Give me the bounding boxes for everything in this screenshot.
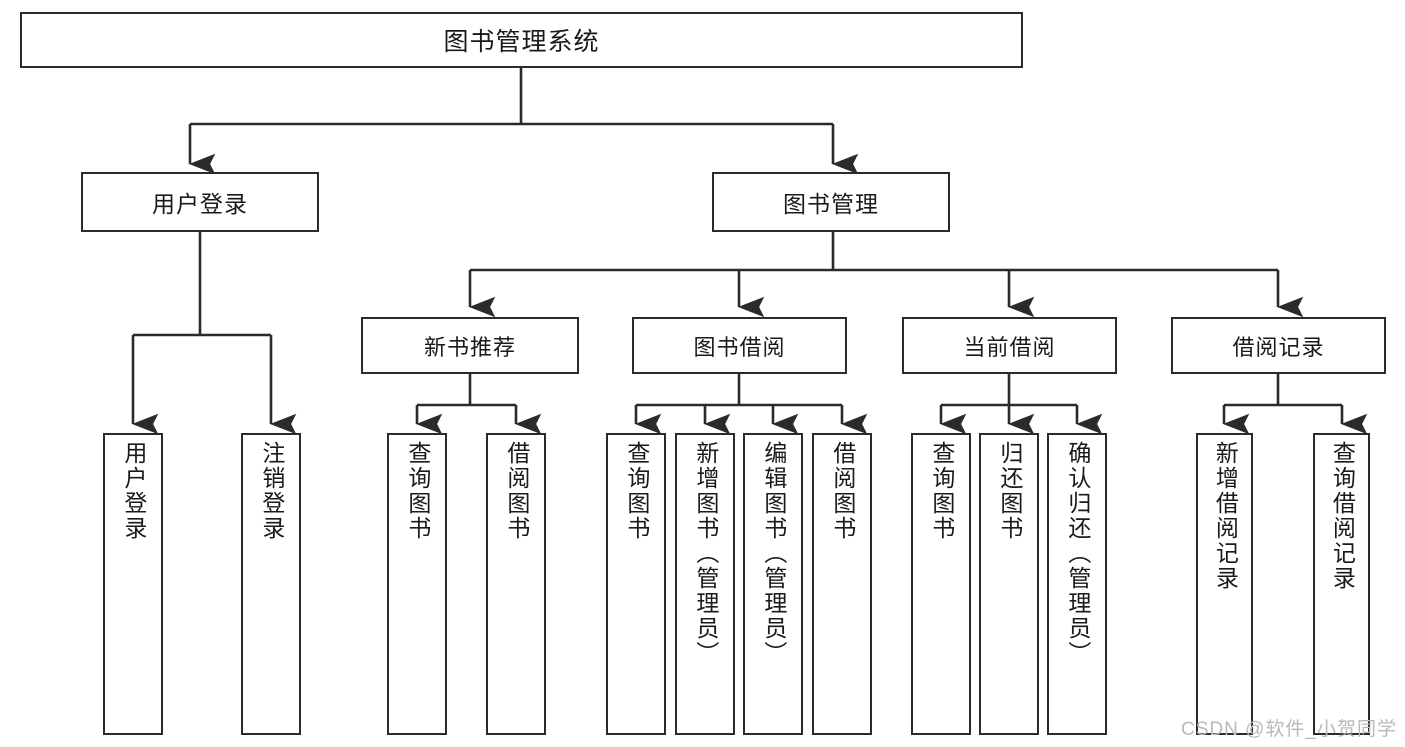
leaf-current-query-book[interactable]: 查询图书	[911, 433, 971, 735]
node-book-management-label: 图书管理	[783, 191, 879, 217]
leaf-new-book-query-label: 查询图书	[404, 441, 431, 541]
leaf-query-borrow-record-label: 查询借阅记录	[1329, 441, 1356, 591]
leaf-new-book-borrow[interactable]: 借阅图书	[486, 433, 546, 735]
csdn-watermark: CSDN @软件_小贺同学	[1181, 719, 1397, 740]
leaf-query-borrow-record[interactable]: 查询借阅记录	[1313, 433, 1370, 735]
node-book-borrow[interactable]: 图书借阅	[632, 317, 847, 374]
leaf-return-book-label: 归还图书	[996, 441, 1023, 541]
node-new-book-recommend[interactable]: 新书推荐	[361, 317, 579, 374]
node-new-book-recommend-label: 新书推荐	[423, 334, 516, 360]
leaf-user-login-label: 用户登录	[120, 441, 147, 541]
leaf-user-login[interactable]: 用户登录	[103, 433, 163, 735]
leaf-add-book-admin[interactable]: 新增图书（管理员）	[675, 433, 735, 735]
leaf-borrow-query-book-label: 查询图书	[623, 441, 650, 541]
leaf-borrow-book[interactable]: 借阅图书	[812, 433, 872, 735]
leaf-current-query-book-label: 查询图书	[928, 441, 955, 541]
leaf-add-borrow-record-label: 新增借阅记录	[1212, 441, 1239, 591]
leaf-confirm-return-admin-label: 确认归还（管理员）	[1064, 441, 1091, 666]
leaf-logout-label: 注销登录	[258, 441, 285, 541]
leaf-return-book[interactable]: 归还图书	[979, 433, 1039, 735]
leaf-borrow-query-book[interactable]: 查询图书	[606, 433, 666, 735]
node-current-borrow-label: 当前借阅	[963, 334, 1056, 360]
node-book-borrow-label: 图书借阅	[693, 334, 786, 360]
leaf-new-book-query[interactable]: 查询图书	[387, 433, 447, 735]
leaf-add-borrow-record[interactable]: 新增借阅记录	[1196, 433, 1253, 735]
node-root-label: 图书管理系统	[443, 28, 600, 56]
leaf-edit-book-admin[interactable]: 编辑图书（管理员）	[743, 433, 803, 735]
leaf-edit-book-admin-label: 编辑图书（管理员）	[760, 441, 787, 666]
node-root-system[interactable]: 图书管理系统	[20, 12, 1023, 68]
leaf-add-book-admin-label: 新增图书（管理员）	[692, 441, 719, 666]
leaf-borrow-book-label: 借阅图书	[829, 441, 856, 541]
node-borrow-record[interactable]: 借阅记录	[1171, 317, 1386, 374]
node-borrow-record-label: 借阅记录	[1232, 334, 1325, 360]
node-user-login[interactable]: 用户登录	[81, 172, 319, 232]
leaf-logout[interactable]: 注销登录	[241, 433, 301, 735]
leaf-new-book-borrow-label: 借阅图书	[503, 441, 530, 541]
node-current-borrow[interactable]: 当前借阅	[902, 317, 1117, 374]
node-user-login-label: 用户登录	[152, 191, 248, 217]
node-book-management[interactable]: 图书管理	[712, 172, 950, 232]
leaf-confirm-return-admin[interactable]: 确认归还（管理员）	[1047, 433, 1107, 735]
